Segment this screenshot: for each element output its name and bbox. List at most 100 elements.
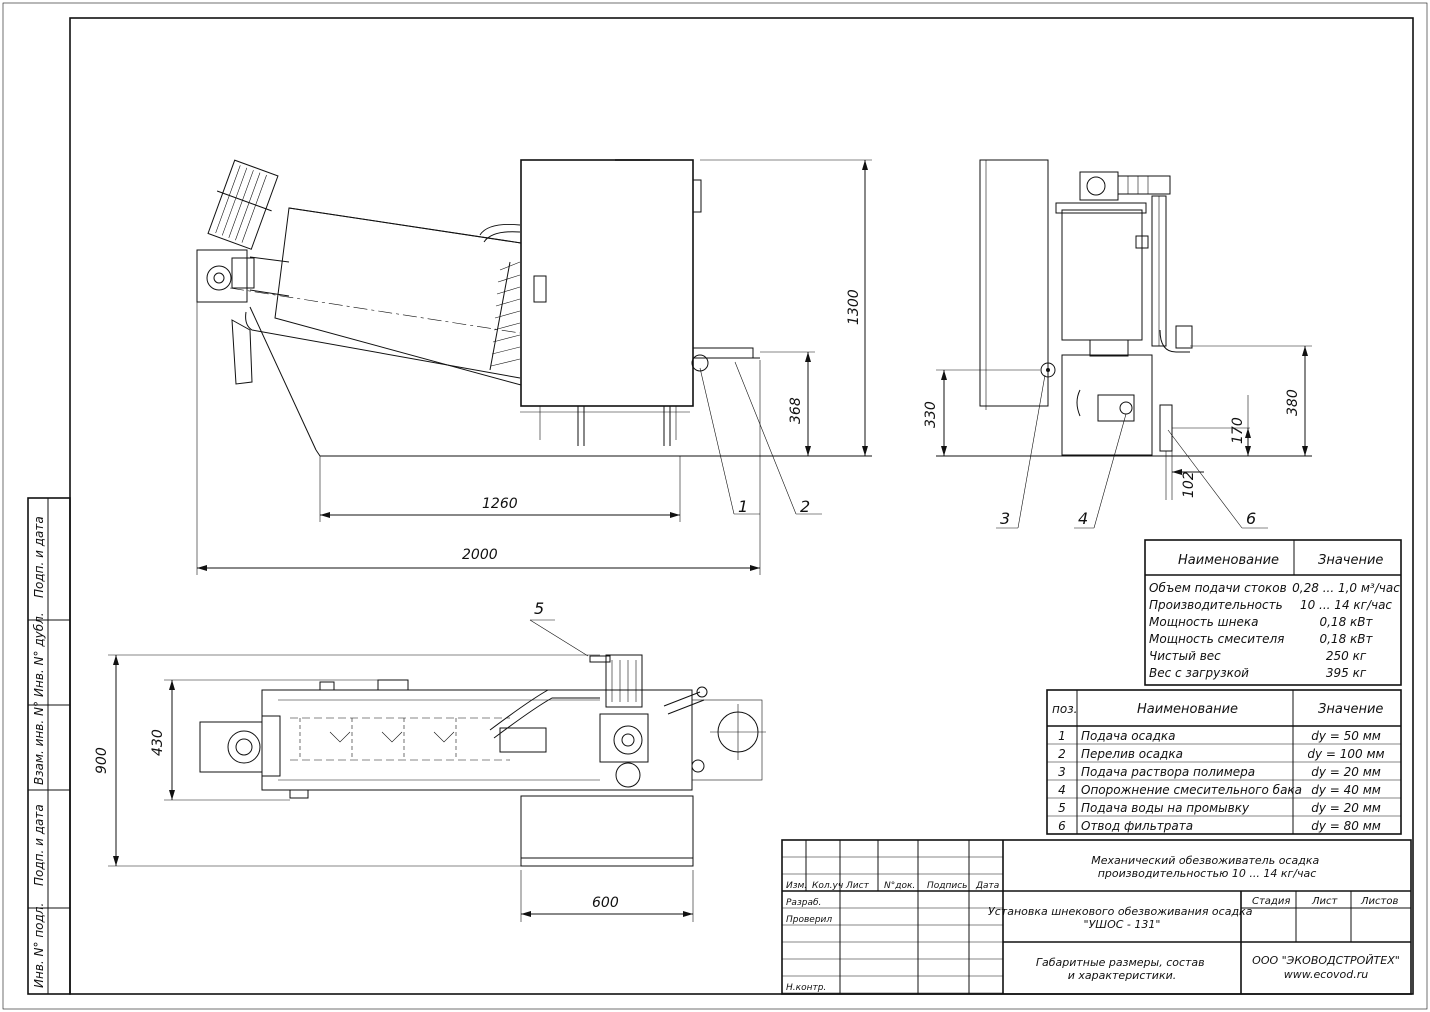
side-stamp: Подп. и дата Инв. N° дубл. Взам. инв. N°… <box>27 497 71 995</box>
tb-header: Дата <box>975 881 999 891</box>
spec-value: 395 кг <box>1326 666 1367 680</box>
tb-header: Лист <box>845 881 870 891</box>
plan-drive <box>199 715 281 777</box>
plan-outlet <box>691 699 766 781</box>
plan-mixer <box>599 654 649 788</box>
side-view: 330 380 170 102 3 4 6 <box>923 159 1312 529</box>
position-name: Опорожнение смесительного бака <box>1081 783 1302 797</box>
dimension-label: 330 <box>923 401 939 428</box>
item-name: Установка шнекового обезвоживания осадка… <box>988 905 1256 931</box>
position-name: Перелив осадка <box>1081 747 1183 761</box>
drum-side <box>1061 209 1143 341</box>
screw-drum <box>229 207 522 457</box>
cabinet-side <box>979 159 1049 407</box>
side-stamp-label: Взам. инв. N° <box>32 701 46 785</box>
position-value: dy = 50 мм <box>1311 729 1381 743</box>
callout-5: 5 <box>534 599 544 618</box>
dimension-label: 102 <box>1181 471 1197 498</box>
position-number: 2 <box>1058 747 1066 761</box>
dimension-label: 1260 <box>482 496 518 512</box>
front-view <box>196 159 872 457</box>
tb-header: Изм. <box>786 881 807 891</box>
frame-legs <box>520 406 690 446</box>
feed-nozzle-icon <box>691 354 709 372</box>
screw-drive-motor <box>207 159 279 250</box>
position-name: Отвод фильтрата <box>1081 819 1193 833</box>
sheets-label: Листов <box>1360 896 1398 907</box>
company-name: ООО "ЭКОВОДСТРОЙТЕХ" <box>1252 954 1400 967</box>
motor-side <box>1079 171 1171 201</box>
drain-valve <box>1076 389 1135 422</box>
company-website: www.ecovod.ru <box>1284 968 1369 981</box>
dimension-label: 600 <box>592 895 619 911</box>
side-stamp-label: Инв. N° дубл. <box>32 612 46 697</box>
side-stamp-label: Подп. и дата <box>32 516 46 598</box>
plan-cabinet <box>520 795 694 867</box>
tb-header: N°док. <box>884 881 915 891</box>
tb-role: Проверил <box>786 915 832 925</box>
stage-label: Стадия <box>1252 896 1290 907</box>
spec-name: Производительность <box>1149 598 1283 612</box>
positions-header-value: Значение <box>1318 702 1383 717</box>
tb-header: Подпись <box>927 881 967 891</box>
dimension-label: 368 <box>788 397 804 424</box>
position-number: 5 <box>1058 801 1066 815</box>
sheet-name: Габаритные размеры, состав и характерист… <box>1036 956 1208 982</box>
spec-name: Мощность шнека <box>1149 615 1258 629</box>
dimension-label: 2000 <box>462 547 498 563</box>
spec-value: 0,18 кВт <box>1319 632 1373 646</box>
position-value: dy = 40 мм <box>1311 783 1381 797</box>
tb-role: Разраб. <box>786 898 821 908</box>
dimension-label: 1300 <box>846 289 862 325</box>
callout-4: 4 <box>1078 509 1088 528</box>
spec-name: Вес с загрузкой <box>1149 666 1249 680</box>
spec-value: 0,18 кВт <box>1319 615 1373 629</box>
screw-spiral-visible <box>489 261 521 371</box>
position-value: dy = 20 мм <box>1311 765 1381 779</box>
position-number: 3 <box>1058 765 1066 779</box>
position-number: 6 <box>1058 819 1066 833</box>
tb-header: Кол.уч <box>812 881 843 891</box>
specs-header-name: Наименование <box>1178 553 1279 568</box>
dimension-label: 430 <box>150 729 166 756</box>
position-value: dy = 80 мм <box>1311 819 1381 833</box>
dimension-label: 380 <box>1285 389 1301 416</box>
tb-role: Н.контр. <box>786 983 826 993</box>
side-stamp-label: Подп. и дата <box>32 804 46 886</box>
outlet-flange <box>691 347 760 372</box>
polymer-inlet <box>1159 325 1193 353</box>
spec-value: 0,28 ... 1,0 м³/час <box>1292 581 1400 595</box>
position-name: Подача воды на промывку <box>1081 801 1250 815</box>
side-stamp-label: Инв. N° подл. <box>32 903 46 988</box>
doc-title: Механический обезвоживатель осадка произ… <box>1091 854 1322 880</box>
callout-3: 3 <box>1000 509 1010 528</box>
mixer-shaft <box>1135 195 1167 347</box>
plan-paddles <box>299 718 457 760</box>
sheet-label: Лист <box>1311 896 1339 907</box>
position-number: 1 <box>1058 729 1066 743</box>
spec-value: 250 кг <box>1326 649 1367 663</box>
position-name: Подача раствора полимера <box>1081 765 1255 779</box>
position-number: 4 <box>1058 783 1066 797</box>
dimension-label: 170 <box>1230 417 1246 444</box>
title-block: Изм. Кол.уч Лист N°док. Подпись Дата Раз… <box>781 839 1412 995</box>
position-value: dy = 100 мм <box>1307 747 1384 761</box>
callout-2: 2 <box>800 497 810 516</box>
callout-6: 6 <box>1246 509 1256 528</box>
specs-header-value: Значение <box>1318 553 1383 568</box>
front-dimensions: 1300 368 1260 2000 1 2 <box>196 159 872 575</box>
plan-frame <box>261 689 693 791</box>
polymer-nozzle-icon <box>1040 362 1056 378</box>
specs-table: Наименование Значение Объем подачи стоко… <box>1144 539 1402 686</box>
spec-name: Мощность смесителя <box>1149 632 1284 646</box>
spec-name: Чистый вес <box>1149 649 1221 663</box>
dimension-label: 900 <box>94 747 110 774</box>
position-value: dy = 20 мм <box>1311 801 1381 815</box>
positions-header-name: Наименование <box>1137 702 1238 717</box>
control-cabinet <box>520 159 702 407</box>
spec-value: 10 ... 14 кг/час <box>1300 598 1392 612</box>
positions-header-pos: поз. <box>1052 702 1077 716</box>
